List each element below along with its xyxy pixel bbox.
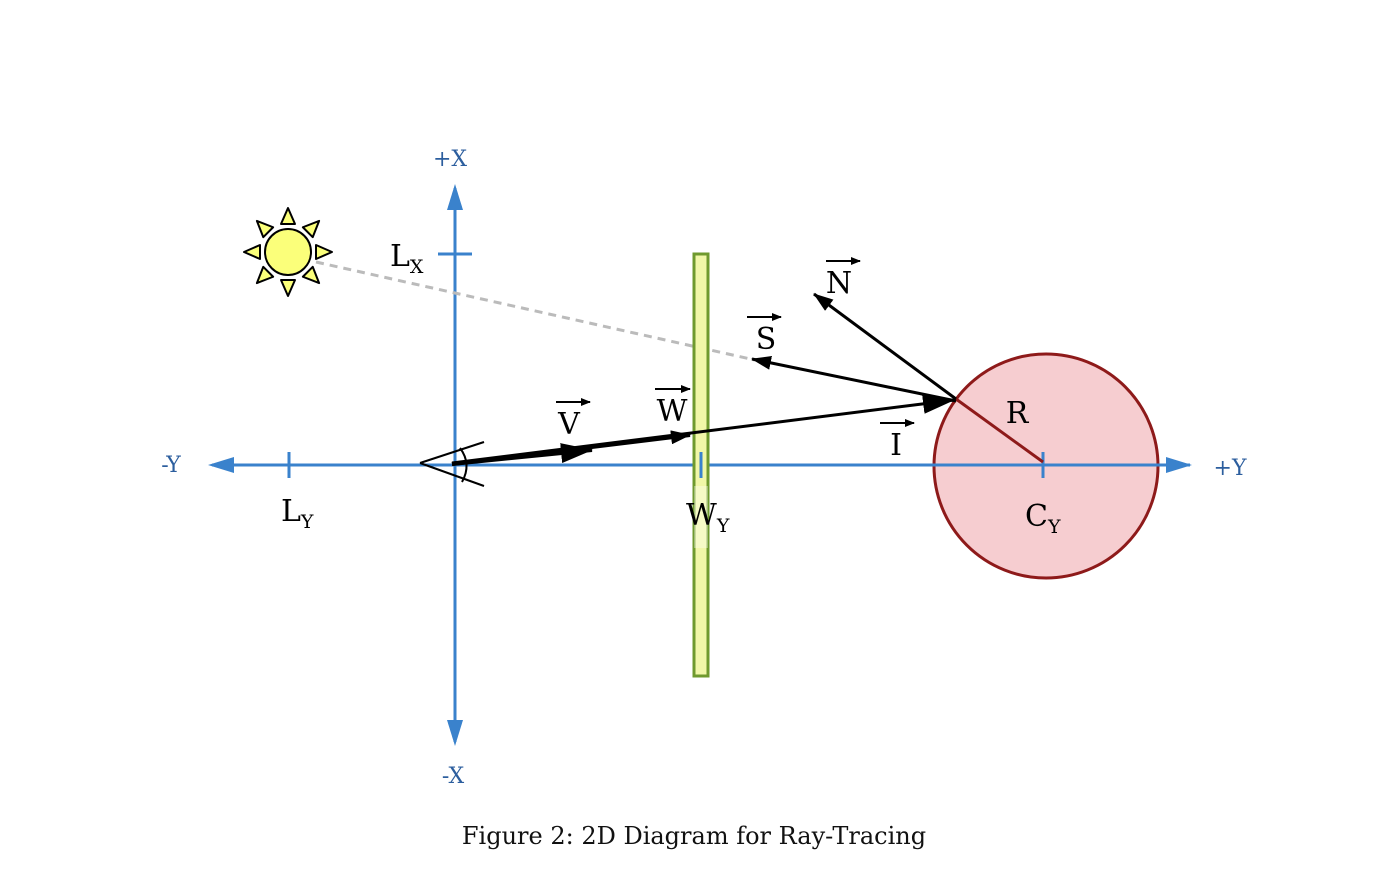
vector-label-w: W: [657, 394, 688, 429]
eye-icon: [419, 441, 485, 487]
axis-label-minus-y: -Y: [161, 453, 181, 478]
shadow-ray: [315, 260, 756, 362]
y-axis-plus-arrowhead: [1166, 457, 1192, 473]
axis-label-plus-x: +X: [433, 147, 467, 172]
tick-label-wy: WY: [686, 498, 730, 537]
tick-label-ly: LY: [281, 494, 314, 533]
figure-caption: Figure 2: 2D Diagram for Ray-Tracing: [461, 822, 927, 850]
x-axis-minus-arrowhead: [447, 720, 463, 746]
sphere-radius-line: [955, 397, 1044, 464]
tick-label-cy: CY: [1025, 499, 1061, 538]
vector-s: [751, 355, 957, 403]
vector-n: [813, 292, 957, 401]
tick-label-lx: LX: [390, 239, 424, 278]
sun-icon: [243, 207, 333, 297]
radius-label: R: [1006, 396, 1030, 431]
vector-label-s: S: [756, 322, 777, 357]
axis-label-plus-y: +Y: [1214, 456, 1247, 481]
y-axis-minus-arrowhead: [208, 457, 234, 473]
vector-v: [451, 443, 593, 466]
axis-label-minus-x: -X: [442, 764, 465, 789]
vector-label-v: V: [557, 407, 581, 442]
wy-label-backdrop: [694, 486, 708, 548]
vector-label-i: I: [890, 428, 902, 463]
x-axis-plus-arrowhead: [447, 184, 463, 210]
vector-label-n: N: [826, 266, 852, 301]
